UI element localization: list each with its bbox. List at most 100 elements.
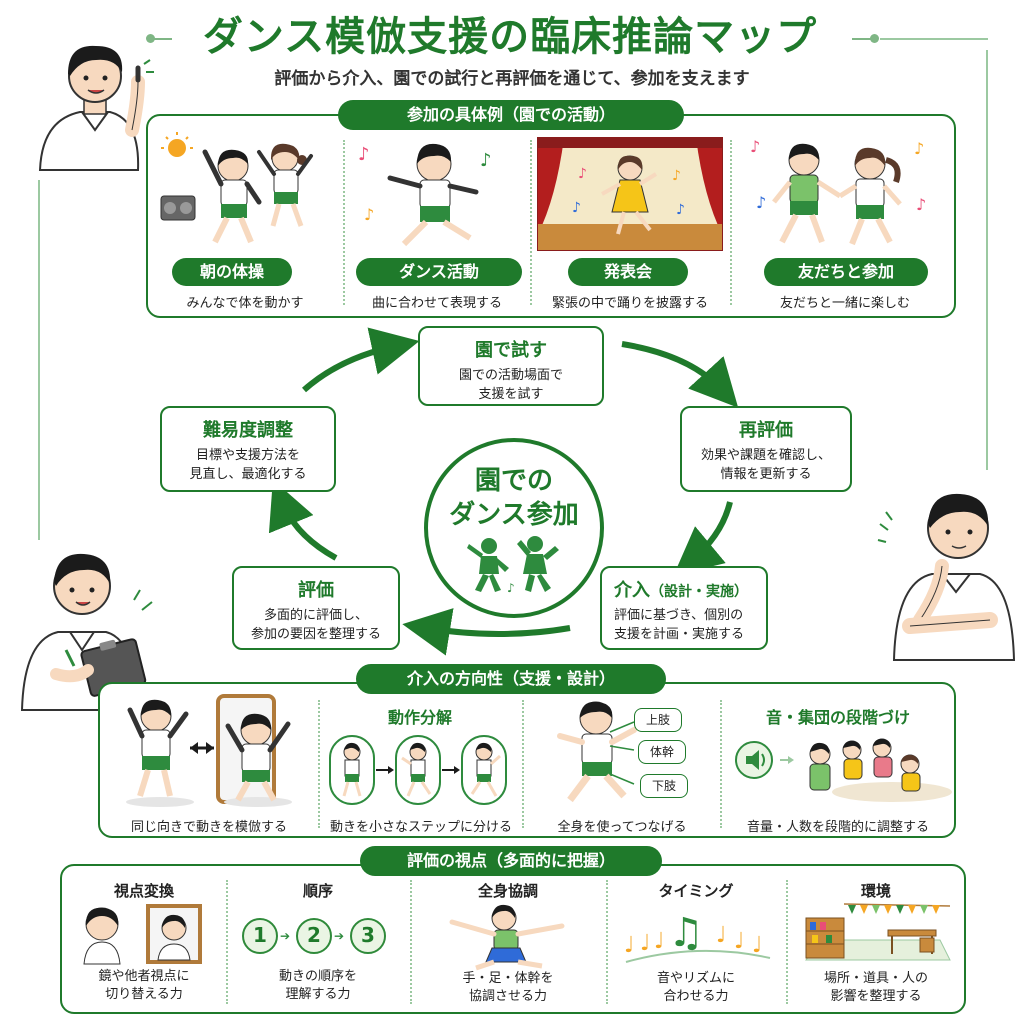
perspectives-title-2: 全身協調: [477, 882, 538, 900]
svg-text:♪: ♪: [572, 200, 581, 216]
svg-text:♩: ♩: [734, 929, 744, 954]
participation-header: 参加の具体例（園での活動）: [338, 100, 684, 130]
arrow-reeval-to-intervention: [673, 501, 733, 576]
perspectives-caption-2: 手・足・体幹を 協調させる力: [414, 970, 602, 1006]
svg-text:♪: ♪: [364, 205, 374, 224]
perspectives-divider-3: [606, 880, 608, 1004]
center-line-1: 園での: [474, 466, 553, 496]
participation-label-2: 発表会: [568, 258, 688, 286]
arrow-adjust-to-try: [302, 327, 420, 393]
center-line-2: ダンス参加: [449, 500, 579, 530]
svg-text:♪: ♪: [916, 195, 926, 214]
arrow-try-to-reeval: [621, 341, 739, 408]
svg-text:♩: ♩: [654, 929, 664, 954]
cycle-evaluation-title: 評価: [298, 580, 334, 601]
directions-divider-2: [522, 700, 524, 828]
cycle-try-desc-2: 支援を試す: [478, 387, 544, 402]
cycle-reeval-desc-2: 情報を更新する: [720, 467, 812, 482]
perspectives-caption-4-line-1: 場所・道具・人の: [823, 971, 928, 986]
perspectives-caption-1-line-1: 動きの順序を: [278, 969, 357, 984]
frame-line-left: [38, 180, 40, 540]
environment-classroom-illustration: [805, 903, 951, 961]
directions-header: 介入の方向性（支援・設計）: [356, 664, 666, 694]
svg-text:♩: ♩: [716, 923, 726, 948]
svg-text:♪: ♪: [750, 137, 760, 156]
directions-divider-3: [720, 700, 722, 828]
perspectives-caption-3-line-2: 合わせる力: [663, 989, 729, 1004]
center-circle: 園での ダンス参加 ♪: [424, 438, 604, 618]
frame-line-top-right: [880, 38, 988, 40]
perspectives-title-3: タイミング: [658, 882, 734, 900]
cycle-adjust-title: 難易度調整: [203, 420, 293, 441]
participation-label-0: 朝の体操: [172, 258, 292, 286]
cycle-intervention-title: 介入: [614, 580, 650, 601]
cycle-box-reeval: 再評価 効果や課題を確認し、 情報を更新する: [680, 406, 852, 492]
sequence-number-2: 2: [296, 918, 332, 954]
motion-breakdown-illustration: [329, 735, 507, 805]
svg-text:♪: ♪: [507, 581, 515, 594]
perspectives-title-1: 順序: [302, 882, 333, 900]
teacher-pointing-illustration: [38, 45, 154, 171]
cycle-try-title: 園で試す: [475, 340, 547, 361]
cycle-try-desc-1: 園での活動場面で: [458, 368, 563, 383]
friends-participation-illustration: ♪ ♪ ♪ ♪: [750, 137, 926, 246]
svg-text:♩: ♩: [624, 933, 634, 958]
perspectives-caption-1: 動きの順序を 理解する力: [230, 968, 406, 1004]
perspectives-title-0: 視点変換: [113, 882, 174, 900]
mirror-imitation-illustration: [126, 694, 292, 807]
arrow-eval-to-adjust: [268, 479, 338, 561]
cycle-adjust-desc-2: 見直し、最適化する: [189, 467, 307, 482]
participation-label-3: 友だちと参加: [764, 258, 928, 286]
cycle-box-adjust: 難易度調整 目標や支援方法を 見直し、最適化する: [160, 406, 336, 492]
sound-group-grading-illustration: [735, 738, 952, 802]
dancing-kids-silhouette-icon: ♪: [467, 536, 559, 595]
body-part-lower-limb: 下肢: [640, 774, 688, 798]
participation-divider-3: [730, 140, 732, 305]
perspective-shift-illustration: [83, 904, 202, 965]
cycle-intervention-desc-2: 支援を計画・実施する: [614, 627, 745, 642]
svg-text:♪: ♪: [756, 193, 766, 212]
directions-title-1: 動作分解: [387, 708, 452, 727]
svg-text:♪: ♪: [672, 168, 681, 184]
directions-divider-1: [318, 700, 320, 828]
perspectives-caption-1-line-2: 理解する力: [285, 987, 351, 1002]
svg-text:♩: ♩: [640, 931, 650, 956]
title-dot-right: [870, 34, 879, 43]
cycle-evaluation-desc-1: 多面的に評価し、: [263, 608, 368, 623]
directions-caption-2: 全身を使ってつなげる: [557, 820, 687, 835]
cycle-reeval-desc-1: 効果や課題を確認し、: [700, 448, 831, 463]
frame-line-right: [986, 50, 988, 470]
body-part-trunk: 体幹: [638, 740, 686, 764]
svg-text:♩: ♩: [752, 933, 762, 958]
perspectives-divider-2: [410, 880, 412, 1004]
perspectives-header: 評価の視点（多面的に把握）: [360, 846, 662, 876]
perspectives-caption-0-line-2: 切り替える力: [105, 987, 183, 1002]
directions-caption-3: 音量・人数を段階的に調整する: [746, 820, 929, 835]
perspectives-caption-4: 場所・道具・人の 影響を整理する: [790, 970, 962, 1006]
participation-label-1: ダンス活動: [356, 258, 522, 286]
title-deco-left: [150, 38, 172, 40]
svg-text:♪: ♪: [358, 144, 370, 165]
body-part-connectors: [609, 721, 635, 785]
arrow-intervention-to-eval: [402, 608, 571, 656]
whole-body-illustration: [557, 701, 637, 803]
cycle-adjust-desc-1: 目標や支援方法を: [195, 448, 300, 463]
cycle-box-try: 園で試す 園での活動場面で 支援を試す: [418, 326, 604, 406]
cycle-intervention-desc-1: 評価に基づき、個別の: [614, 608, 744, 623]
sequence-number-1: 1: [242, 918, 278, 954]
teacher-thinking-illustration: [877, 493, 1016, 661]
participation-caption-2: 緊張の中で踊りを披露する: [551, 296, 708, 311]
svg-text:♪: ♪: [480, 150, 492, 171]
cycle-box-evaluation: 評価 多面的に評価し、 参加の要因を整理する: [232, 566, 400, 650]
cycle-evaluation-desc-2: 参加の要因を整理する: [250, 627, 381, 642]
title-deco-right: [852, 38, 874, 40]
page-subtitle: 評価から介入、園での試行と再評価を通じて、参加を支えます: [274, 69, 750, 89]
perspectives-caption-3: 音やリズムに 合わせる力: [610, 970, 782, 1006]
perspectives-title-4: 環境: [860, 882, 891, 900]
participation-caption-3: 友だちと一緒に楽しむ: [779, 296, 910, 311]
title-dot-left: [146, 34, 155, 43]
perspectives-caption-2-line-2: 協調させる力: [468, 989, 547, 1004]
sequence-arrow-1: ➔: [280, 929, 291, 943]
recital-stage-illustration: ♪ ♪ ♪ ♪: [537, 137, 723, 251]
